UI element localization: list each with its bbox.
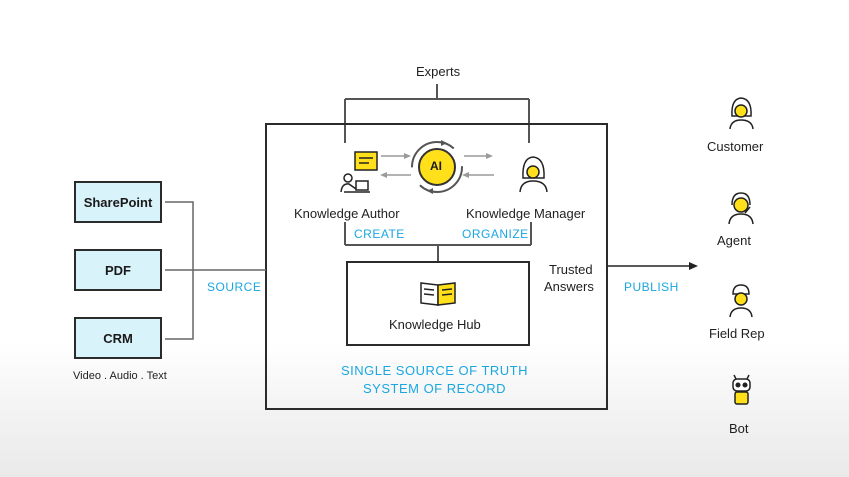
trusted-answers-line-2: Answers bbox=[544, 279, 594, 294]
knowledge-manager-icon bbox=[519, 156, 548, 193]
knowledge-author-label: Knowledge Author bbox=[294, 206, 400, 221]
hub-frame bbox=[346, 261, 530, 346]
bot-icon bbox=[732, 374, 751, 405]
ai-label: AI bbox=[430, 159, 442, 173]
organize-label: ORGANIZE bbox=[462, 227, 529, 241]
source-edge-label: SOURCE bbox=[207, 280, 262, 294]
field-rep-icon bbox=[729, 284, 753, 318]
publish-label: PUBLISH bbox=[624, 280, 679, 294]
create-organize-bracket bbox=[344, 222, 532, 262]
audience-bot: Bot bbox=[729, 421, 749, 436]
truth-line-1: SINGLE SOURCE OF TRUTH bbox=[341, 363, 529, 378]
create-label: CREATE bbox=[354, 227, 405, 241]
customer-icon bbox=[729, 97, 754, 130]
publish-arrow bbox=[607, 262, 698, 270]
ai-badge-icon bbox=[411, 140, 463, 194]
source-sharepoint[interactable]: SharePoint bbox=[74, 181, 162, 223]
experts-label: Experts bbox=[416, 64, 461, 79]
source-connectors bbox=[165, 201, 266, 340]
open-book-icon bbox=[420, 282, 456, 306]
ai-exchange-arrows bbox=[380, 153, 494, 178]
knowledge-hub-label: Knowledge Hub bbox=[389, 317, 481, 332]
knowledge-author-icon bbox=[340, 151, 378, 193]
audience-customer: Customer bbox=[707, 139, 764, 154]
headset-agent-icon bbox=[728, 192, 754, 225]
trusted-answers-line-1: Trusted bbox=[549, 262, 593, 277]
audience-agent: Agent bbox=[717, 233, 751, 248]
source-pdf[interactable]: PDF bbox=[74, 249, 162, 291]
experts-bracket bbox=[344, 84, 530, 143]
knowledge-manager-label: Knowledge Manager bbox=[466, 206, 586, 221]
truth-line-2: SYSTEM OF RECORD bbox=[363, 381, 507, 396]
audience-field-rep: Field Rep bbox=[709, 326, 765, 341]
sources-caption: Video . Audio . Text bbox=[73, 370, 167, 382]
source-crm[interactable]: CRM bbox=[74, 317, 162, 359]
